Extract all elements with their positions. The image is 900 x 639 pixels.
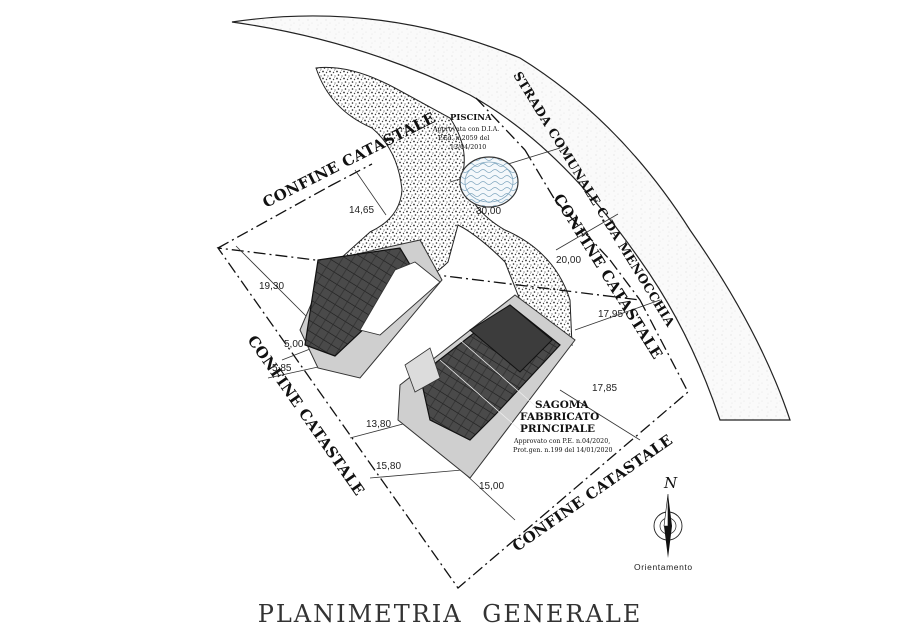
pool-approval-line3: 13/04/2010 — [450, 144, 486, 151]
dimension-30-00: 30,00 — [476, 206, 501, 217]
dimension-13-80: 13,80 — [366, 419, 391, 430]
gravel-driveway — [315, 66, 573, 347]
dimension-20-00: 20,00 — [556, 255, 581, 266]
main-building — [397, 294, 576, 479]
pool-approval-line1: Approvata con D.I.A. — [432, 126, 499, 133]
dimension-15-80: 15,80 — [376, 461, 401, 472]
page-title: PLANIMETRIA GENERALE — [257, 600, 643, 628]
main-building-title2: FABBRICATO — [520, 411, 599, 423]
dimension-5-85: 5,85 — [272, 363, 292, 374]
north-letter: N — [663, 474, 678, 492]
main-building-title1: SAGOMA — [535, 399, 589, 411]
pool — [459, 156, 519, 208]
property-boundary-line — [216, 97, 689, 589]
main-building-note2: Prot.gen. n.199 del 14/01/2020 — [513, 447, 613, 454]
dimension-15-00: 15,00 — [479, 481, 504, 492]
dimension-14-65: 14,65 — [349, 205, 374, 216]
property-boundary — [218, 222, 262, 286]
dimension-5-00: 5,00 — [284, 339, 304, 350]
pool-approval-line2: P.Ed. n.2059 del — [438, 135, 489, 142]
road-surface — [231, 15, 791, 421]
pool-title: PISCINA — [450, 113, 492, 123]
pool-label: PISCINA Approvata con D.I.A. P.Ed. n.205… — [432, 113, 499, 151]
main-building-title3: PRINCIPALE — [520, 423, 595, 435]
secondary-building — [299, 239, 443, 379]
compass-label: Orientamento — [634, 562, 693, 572]
dimension-19-30: 19,30 — [259, 281, 284, 292]
dimension-17-95: 17,95 — [598, 309, 623, 320]
compass: N Orientamento — [634, 474, 693, 572]
main-building-label: SAGOMA FABBRICATO PRINCIPALE Approvato c… — [513, 399, 613, 454]
dimension-17-85: 17,85 — [592, 383, 617, 394]
main-building-note1: Approvato con P.E. n.04/2020, — [513, 438, 610, 445]
